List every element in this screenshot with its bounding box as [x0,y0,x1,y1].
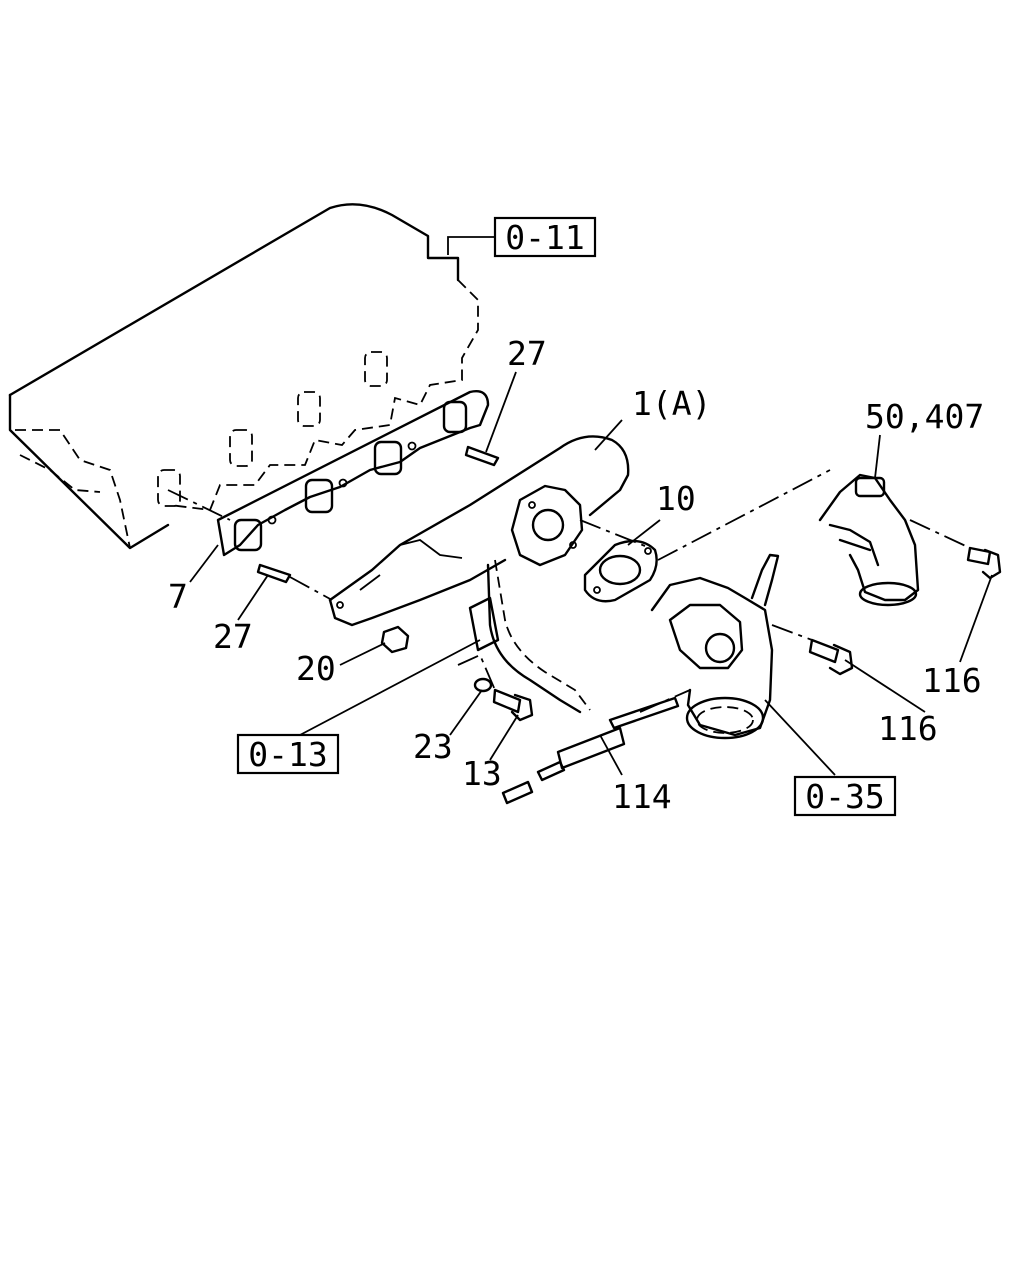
ref-box-0-11: 0-11 [493,216,597,258]
pipe-114 [501,696,680,805]
washer [473,677,493,693]
pipe-hidden [468,559,591,714]
stud-top [464,445,500,467]
stud-bottom [256,563,292,584]
part-label-20: 20 [296,649,336,688]
bolt-116-mid [808,638,854,676]
alignment-lines [167,469,971,713]
part-label-13: 13 [462,754,502,793]
part-label-116-right: 116 [922,661,982,700]
part-label-27-top: 27 [507,334,547,373]
cylinder-head [8,203,479,550]
leader-lines [189,236,993,776]
manifold-gasket [216,390,490,557]
ref-label-0-35: 0-35 [805,777,884,816]
bolt-13 [492,688,534,722]
outlet-elbow [818,473,920,607]
part-label-10: 10 [656,479,696,518]
ref-box-0-35: 0-35 [793,775,897,817]
ref-label-0-13: 0-13 [248,735,327,774]
exhaust-manifold [328,435,630,627]
part-label-27-bottom: 27 [213,617,253,656]
part-label-114: 114 [612,777,672,816]
nut [380,625,410,654]
ref-box-0-13: 0-13 [236,733,340,775]
turbocharger [650,553,780,740]
part-label-23: 23 [413,727,453,766]
part-label-7: 7 [168,577,188,616]
part-label-116-mid: 116 [878,709,938,748]
part-label-1a: 1(A) [632,384,711,423]
part-label-50-407: 50,407 [865,397,984,436]
turbo-gasket [583,539,658,603]
bolt-116-right [966,546,1002,580]
ref-label-0-11: 0-11 [505,218,584,257]
